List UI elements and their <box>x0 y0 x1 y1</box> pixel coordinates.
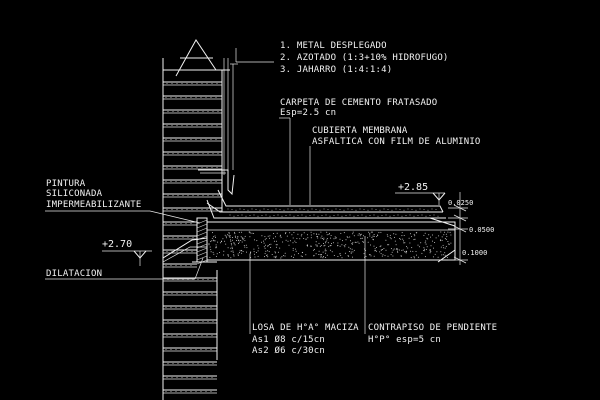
label-cubierta-2: ASFALTICA CON FILM DE ALUMINIO <box>312 137 481 147</box>
level-upper: +2.85 <box>398 182 428 193</box>
dilatation-hatch <box>196 217 208 265</box>
label-carpeta-2: Esp=2.5 cn <box>280 108 336 118</box>
dim-0500: 0.0500 <box>469 226 494 234</box>
dim-0250: 0.0250 <box>448 199 473 207</box>
label-losa-3: As2 Ø6 c/30cn <box>252 345 325 356</box>
leader-lines <box>45 48 366 334</box>
level-lower: +2.70 <box>102 239 132 250</box>
label-contrapiso-1: CONTRAPISO DE PENDIENTE <box>368 323 497 333</box>
dim-1000: 0.1000 <box>462 249 487 257</box>
level-marker-upper <box>395 192 446 205</box>
note-azotado: 2. AZOTADO (1:3+10% HIDROFUGO) <box>280 53 449 63</box>
slab-texture <box>208 231 452 259</box>
level-marker-lower <box>102 250 152 266</box>
lower-wall-junction <box>162 237 217 263</box>
metal-flashing <box>198 169 235 196</box>
parapet-cap <box>163 39 230 77</box>
label-carpeta-1: CARPETA DE CEMENTO FRATASADO <box>280 98 437 108</box>
label-pintura-2: SILICONADA <box>46 189 103 199</box>
stucco-layers <box>223 58 238 175</box>
label-losa-1: LOSA DE H°A° MACIZA <box>252 323 359 333</box>
label-pintura-1: PINTURA <box>46 179 86 189</box>
roof-membrane <box>206 189 446 219</box>
label-dilatacion: DILATACION <box>46 269 102 279</box>
label-losa-2: As1 Ø8 c/15cn <box>252 334 325 345</box>
dimension-chain <box>448 192 468 265</box>
membrane-texture <box>227 208 439 217</box>
brick-wall <box>162 58 223 400</box>
brick-courses <box>163 81 222 394</box>
note-jaharro: 3. JAHARRO (1:4:1:4) <box>280 65 392 75</box>
note-metal: 1. METAL DESPLEGADO <box>280 41 387 51</box>
concrete-slab <box>206 217 456 263</box>
label-contrapiso-2: H°P° esp=5 cn <box>368 335 441 345</box>
label-pintura-3: IMPERMEABILIZANTE <box>46 200 142 210</box>
label-cubierta-1: CUBIERTA MEMBRANA <box>312 126 408 136</box>
